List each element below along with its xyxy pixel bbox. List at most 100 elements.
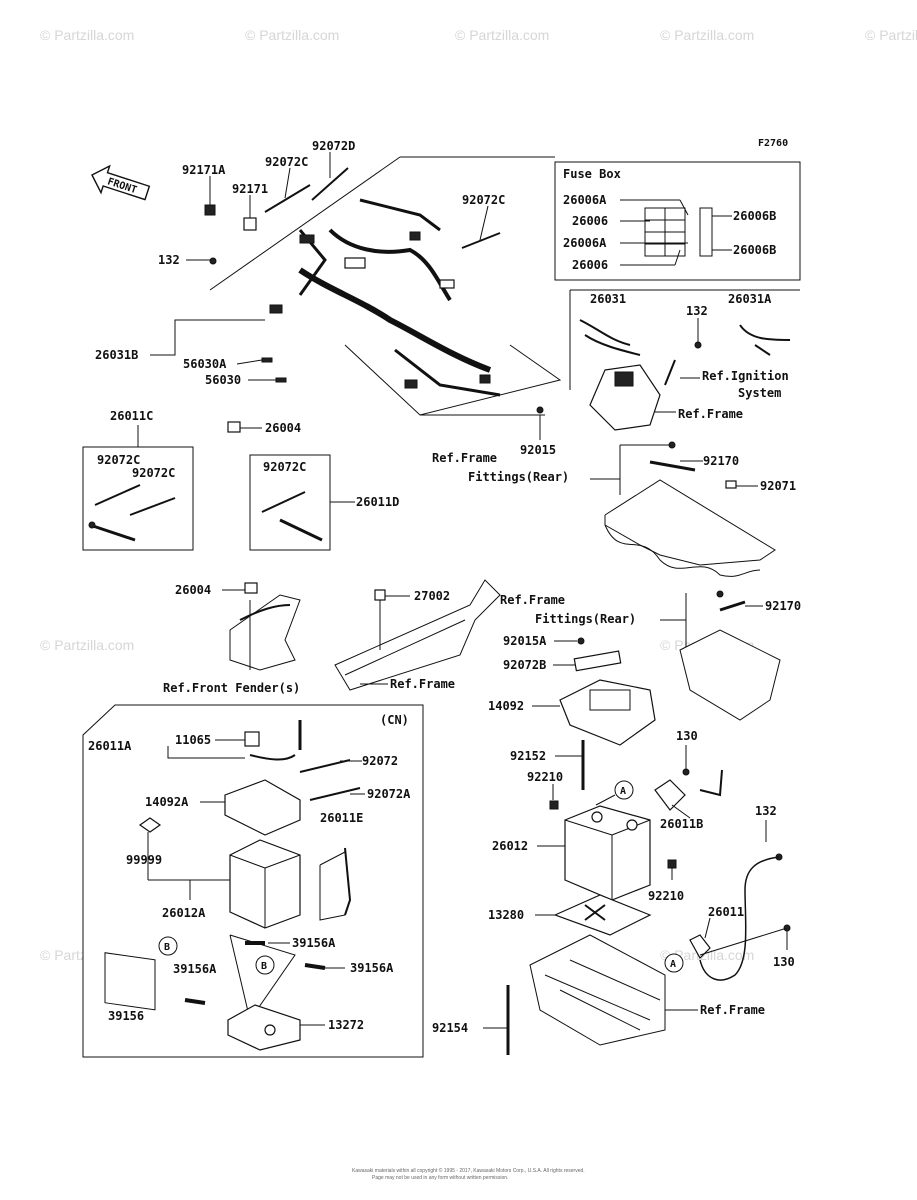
part-label: 11065 xyxy=(175,733,211,747)
ref-label: Ref.Ignition xyxy=(702,369,789,383)
part-label: 92170 xyxy=(703,454,739,468)
fuse-box-title: Fuse Box xyxy=(563,167,621,181)
fuse-label: 26006B xyxy=(733,243,776,257)
part-label: 92015A xyxy=(503,634,547,648)
part-label: 92171 xyxy=(232,182,268,196)
front-fender-area xyxy=(222,582,301,671)
leader-lines-top xyxy=(150,152,541,440)
ref-label: Ref.Frame xyxy=(390,677,455,691)
part-label: 92072C xyxy=(97,453,140,467)
part-label: 92072D xyxy=(312,139,355,153)
footer-permission: Page may not be used in any form without… xyxy=(372,1175,508,1181)
part-label: 92171A xyxy=(182,163,226,177)
ref-label: Fittings(Rear) xyxy=(535,612,636,626)
part-label: 92154 xyxy=(432,1021,468,1035)
frame-middle xyxy=(334,579,501,691)
connector-26004-icon xyxy=(227,421,241,433)
fuse-label: 26006A xyxy=(563,236,607,250)
part-label: 92072C xyxy=(263,460,306,474)
ref-label: Ref.Frame xyxy=(700,1003,765,1017)
part-label: 26012A xyxy=(162,906,206,920)
svg-text:B: B xyxy=(261,961,267,972)
part-label: 92071 xyxy=(760,479,796,493)
part-label: 14092 xyxy=(488,699,524,713)
part-label: 92072A xyxy=(367,787,411,801)
part-label: 92072C xyxy=(132,466,175,480)
part-label: 92152 xyxy=(510,749,546,763)
kit-26011D xyxy=(249,454,355,551)
part-label: 26011A xyxy=(88,739,132,753)
rear-fittings-lower xyxy=(660,590,781,721)
part-label: 39156A xyxy=(350,961,394,975)
part-label: 92072B xyxy=(503,658,546,672)
part-label: 132 xyxy=(158,253,180,267)
battery-area-main xyxy=(483,637,791,1055)
part-label: 13272 xyxy=(328,1018,364,1032)
diagram-code: F2760 xyxy=(758,138,788,149)
part-label: 56030A xyxy=(183,357,227,371)
clip-92171A-icon xyxy=(204,204,216,216)
part-label: 92015 xyxy=(520,443,556,457)
part-label: 26012 xyxy=(492,839,528,853)
part-label: 130 xyxy=(676,729,698,743)
part-label: 132 xyxy=(686,304,708,318)
fuse-label: 26006 xyxy=(572,214,608,228)
part-label: 92210 xyxy=(527,770,563,784)
part-label: 92072C xyxy=(462,193,505,207)
part-label: 39156A xyxy=(173,962,217,976)
fuse-box-inset: Fuse Box xyxy=(554,161,801,281)
watermark: © Partzilla.com xyxy=(455,27,549,43)
part-label: 26011 xyxy=(708,905,744,919)
part-label: 26004 xyxy=(175,583,211,597)
part-label: 27002 xyxy=(414,589,450,603)
watermark: © Partzilla.com xyxy=(40,637,134,653)
part-label: 92210 xyxy=(648,889,684,903)
part-label: 26011B xyxy=(660,817,703,831)
part-label: 26031 xyxy=(590,292,626,306)
part-label: 39156A xyxy=(292,936,336,950)
watermark: © Partzilla.com xyxy=(245,27,339,43)
fuse-label: 26006B xyxy=(733,209,776,223)
watermark: © Partzilla.com xyxy=(660,947,754,963)
front-arrow-icon: FRONT xyxy=(91,164,151,201)
part-label: 130 xyxy=(773,955,795,969)
part-label: 92170 xyxy=(765,599,801,613)
watermark: © Partzilla.com xyxy=(40,27,134,43)
watermark: © Partzilla.com xyxy=(865,27,917,43)
callout-a-icon: A A xyxy=(595,780,684,973)
part-label: 26031B xyxy=(95,348,138,362)
part-label: 39156 xyxy=(108,1009,144,1023)
svg-text:A: A xyxy=(670,959,676,970)
ignition-area xyxy=(569,289,800,431)
part-label: 26011E xyxy=(320,811,363,825)
ref-label: System xyxy=(738,386,781,400)
footer-copyright: Kawasaki materials within all copyright … xyxy=(352,1167,585,1174)
part-label: 26031A xyxy=(728,292,772,306)
part-label: 26011D xyxy=(356,495,399,509)
ref-label: Ref.Front Fender(s) xyxy=(163,681,300,695)
callout-b-icon: B B xyxy=(158,936,275,975)
rear-fittings-upper xyxy=(590,441,776,577)
ref-label: Ref.Frame xyxy=(432,451,497,465)
part-label: 56030 xyxy=(205,373,241,387)
cn-label: (CN) xyxy=(380,713,409,727)
part-label: 26004 xyxy=(265,421,301,435)
ref-label: Ref.Frame xyxy=(500,593,565,607)
part-label: 14092A xyxy=(145,795,189,809)
svg-text:B: B xyxy=(164,942,170,953)
fuse-label: 26006A xyxy=(563,193,607,207)
cn-kit-box xyxy=(82,704,424,1058)
part-label: 132 xyxy=(755,804,777,818)
part-label: 99999 xyxy=(126,853,162,867)
fuse-label: 26006 xyxy=(572,258,608,272)
wiring-harness-group xyxy=(204,156,562,433)
svg-text:A: A xyxy=(620,786,626,797)
part-label: 26011C xyxy=(110,409,153,423)
part-label: 92072 xyxy=(362,754,398,768)
ref-label: Fittings(Rear) xyxy=(468,470,569,484)
ref-label: Ref.Frame xyxy=(678,407,743,421)
clip-92171-icon xyxy=(243,217,257,231)
part-label: 13280 xyxy=(488,908,524,922)
kit-26011C xyxy=(82,425,194,551)
